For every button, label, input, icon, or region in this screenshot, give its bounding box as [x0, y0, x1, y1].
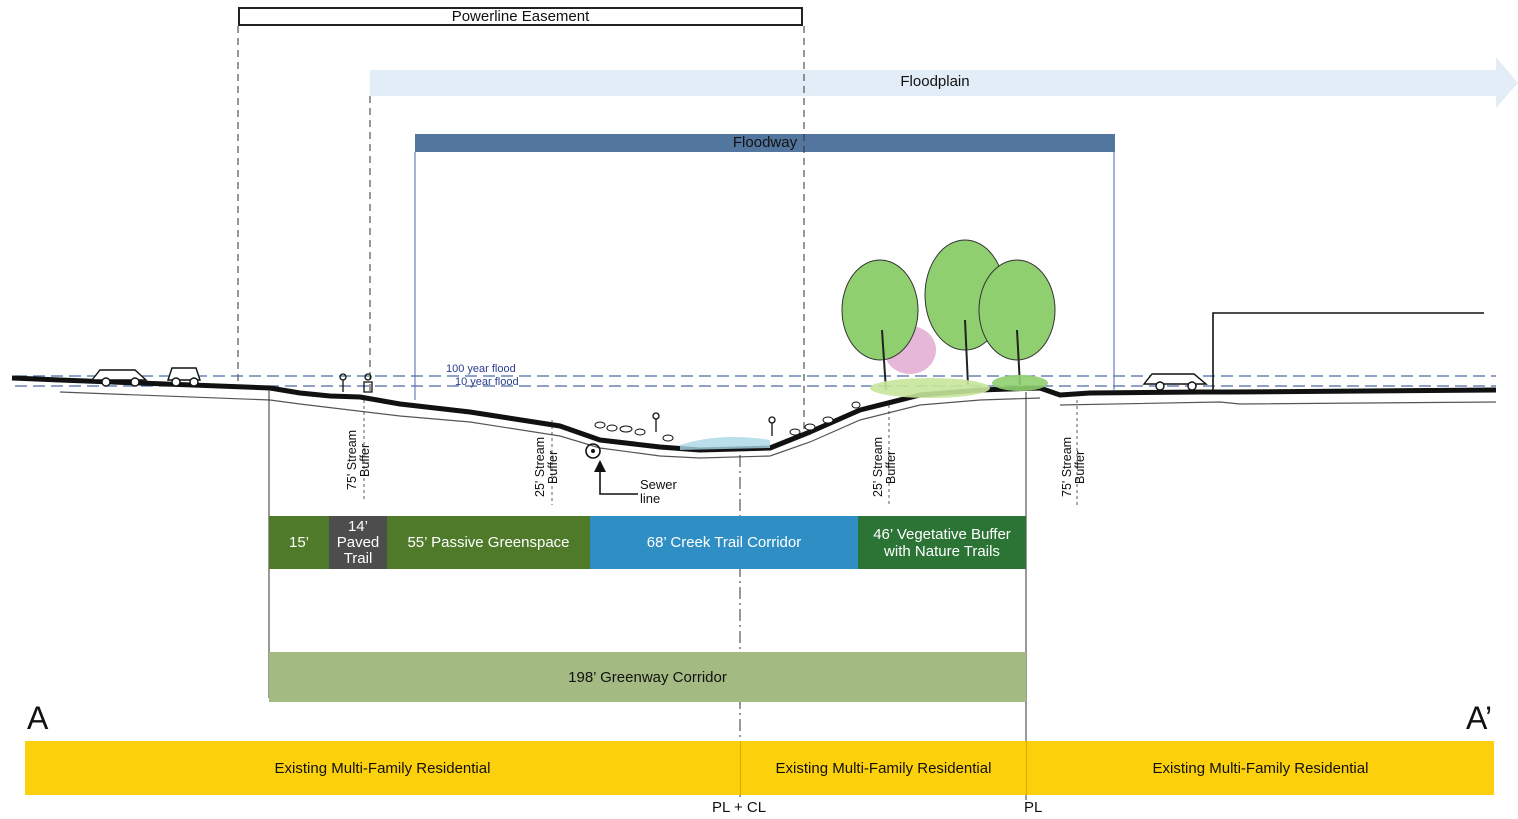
building-outline [1212, 312, 1484, 390]
zone-passive-greenspace: 55’ Passive Greenspace [387, 516, 590, 569]
buffer-75-left-label: 75' Stream Buffer [345, 429, 372, 491]
landuse-right: Existing Multi-Family Residential [1026, 741, 1494, 795]
floodplain-label: Floodplain [900, 73, 970, 90]
flood-100-label: 100 year flood [446, 363, 516, 375]
flood-10-label: 10 year flood [455, 376, 519, 388]
property-center-line-label: PL + CL [712, 799, 767, 816]
ground-profile [11, 375, 1497, 453]
floodplain-arrow [370, 57, 1518, 108]
section-start-label: A [27, 700, 49, 736]
flood-lines [15, 375, 1496, 387]
buffer-25-right-label: 25' Stream Buffer [871, 436, 898, 498]
floodway-label: Floodway [732, 134, 798, 151]
sewer-pipe-icon [585, 443, 601, 459]
buffer-25-left-label: 25' Stream Buffer [533, 436, 560, 498]
creek-water [680, 436, 770, 450]
floodway-guides [414, 152, 1115, 400]
arrow-icon [599, 470, 638, 495]
car-icon [90, 369, 148, 387]
pedestrian-icon [339, 373, 776, 436]
sewer-line-label: Sewer line [640, 477, 677, 506]
rocks [594, 401, 861, 442]
property-line-label: PL [1024, 799, 1043, 816]
dashed-guides [237, 26, 805, 430]
buffer-ticks [363, 400, 1078, 505]
landuse-middle: Existing Multi-Family Residential [740, 741, 1026, 795]
car-icon [167, 367, 201, 387]
buffer-75-right-label: 75' Stream Buffer [1060, 436, 1087, 498]
zone-15: 15’ [269, 516, 329, 569]
zone-paved-trail: 14’ Paved Trail [329, 516, 387, 569]
floodway-bar [415, 134, 1115, 152]
zone-extent-lines [268, 390, 1027, 800]
car-icon [1142, 373, 1208, 391]
powerline-easement-text: Powerline Easement [451, 8, 590, 25]
greenway-corridor: 198’ Greenway Corridor [269, 652, 1026, 702]
zone-vegetative-buffer: 46’ Vegetative Buffer with Nature Trails [858, 516, 1026, 569]
section-end-label: A’ [1466, 700, 1493, 736]
tree-icon [841, 239, 1056, 398]
zone-creek-trail-corridor: 68’ Creek Trail Corridor [590, 516, 858, 569]
powerline-easement-label: Powerline Easement [238, 7, 803, 26]
landuse-left: Existing Multi-Family Residential [25, 741, 740, 795]
